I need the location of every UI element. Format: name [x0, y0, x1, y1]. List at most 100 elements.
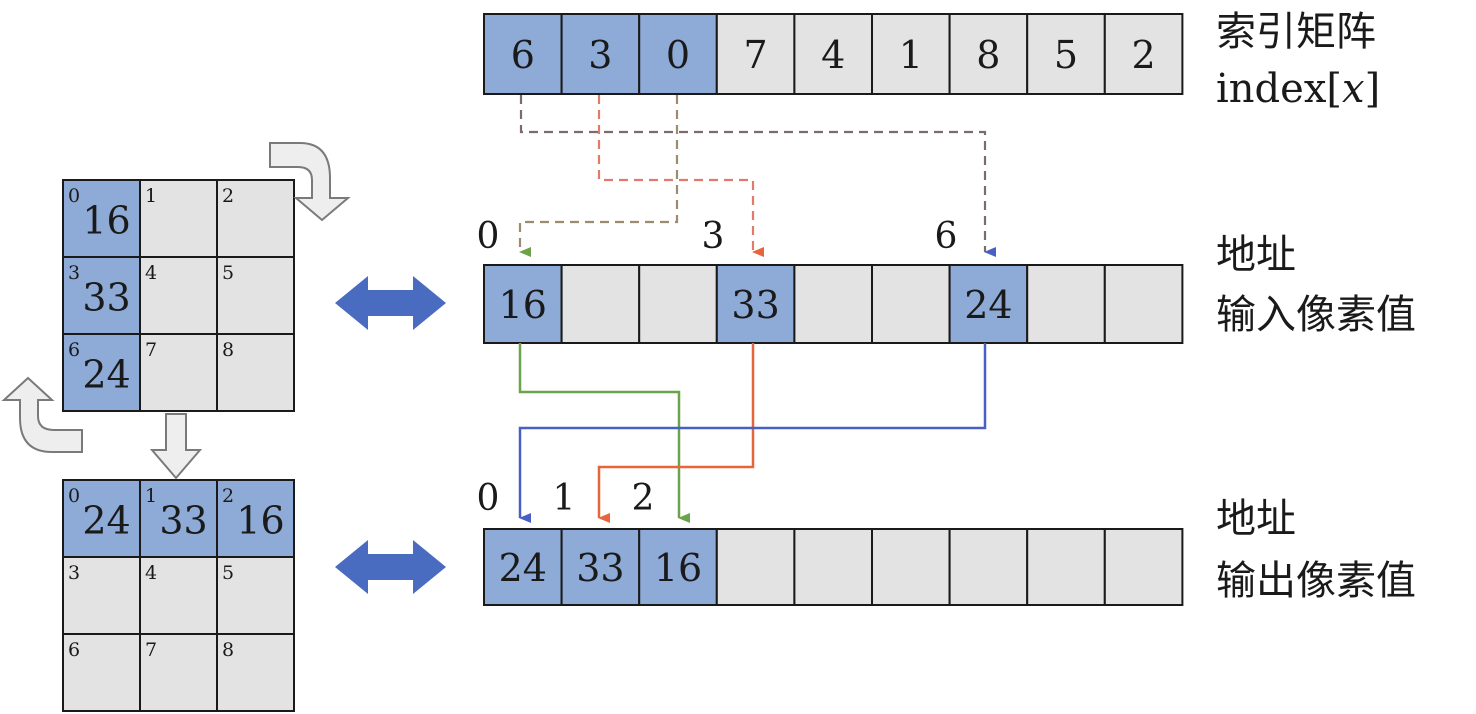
dashed-mapping-lines	[518, 95, 996, 257]
input-grid-cell-box	[216, 333, 295, 412]
output-grid-cell-index: 4	[145, 562, 157, 584]
input-cell	[871, 264, 951, 344]
index-cell-box	[1026, 13, 1106, 95]
input-cell: 16	[483, 264, 563, 344]
output-grid-cell-value: 16	[236, 499, 284, 543]
input-cell-box	[1103, 264, 1184, 344]
index-cell: 4	[793, 13, 874, 95]
solid-line-green	[518, 343, 690, 523]
dashed-line-0	[518, 95, 679, 257]
index-cell-value: 8	[976, 33, 1000, 77]
output-grid-cell: 3	[62, 556, 141, 635]
output-grid-cell-box	[216, 479, 295, 558]
output-cell	[948, 528, 1029, 606]
output-cell	[715, 528, 796, 606]
input-cell-box	[871, 264, 951, 344]
output-cell	[871, 528, 951, 606]
output-cell-value: 33	[576, 546, 624, 590]
output-cell	[1103, 528, 1184, 606]
output-array-label-2: 输出像素值	[1216, 558, 1416, 604]
index-cell-box	[793, 13, 874, 95]
solid-line-red	[597, 343, 755, 523]
address-mark: 2	[632, 478, 655, 519]
index-label-suffix: ]	[1365, 66, 1381, 112]
output-grid-cell: 133	[139, 479, 218, 558]
output-cell-box	[1103, 528, 1184, 606]
index-cell-box	[1103, 13, 1184, 95]
input-grid-cell-box	[216, 179, 295, 258]
input-cell	[638, 264, 718, 344]
input-array-label: 地址	[1216, 232, 1296, 278]
input-grid-cell: 7	[139, 333, 218, 412]
index-label-prefix: index[	[1216, 66, 1342, 112]
output-array-label: 地址	[1216, 496, 1296, 542]
input-grid-cell-value: 33	[82, 276, 130, 320]
index-cell-box	[560, 13, 641, 95]
input-cell-box	[793, 264, 874, 344]
output-cell-box	[1026, 528, 1106, 606]
input-grid-cell-index: 1	[145, 185, 157, 207]
index-cell: 8	[948, 13, 1029, 95]
dashed-line-3	[597, 95, 764, 257]
address-mark: 1	[553, 478, 576, 519]
input-cell-box	[560, 264, 641, 344]
index-cell-box	[483, 13, 563, 95]
input-cell-box	[483, 264, 563, 344]
index-cell-value: 1	[899, 33, 923, 77]
output-grid-cell: 5	[216, 556, 295, 635]
input-grid-cell: 8	[216, 333, 295, 412]
input-grid-cell-index: 7	[145, 339, 157, 361]
index-cell-value: 0	[666, 33, 690, 77]
solid-line-blue	[518, 343, 987, 523]
output-grid-cell-index: 3	[68, 562, 80, 584]
input-cell: 24	[948, 264, 1029, 344]
input-grid-cell: 624	[62, 333, 141, 412]
output-grid-cell: 4	[139, 556, 218, 635]
output-grid-cell-box	[139, 479, 218, 558]
input-grid-cell: 1	[139, 179, 218, 258]
input-grid-cell-box	[62, 256, 141, 335]
index-cell-value: 2	[1132, 33, 1156, 77]
output-cell	[1026, 528, 1106, 606]
output-cell-box	[483, 528, 563, 606]
output-cell: 16	[638, 528, 718, 606]
input-grid-cell: 5	[216, 256, 295, 335]
output-grid-cell-index: 6	[68, 639, 80, 661]
index-cell-box	[871, 13, 951, 95]
output-cell-box	[871, 528, 951, 606]
input-grid-cell-box	[139, 333, 218, 412]
input-grid-cell-value: 16	[82, 199, 130, 243]
address-mark: 6	[935, 216, 958, 257]
output-grid-cell-box	[216, 633, 295, 712]
output-grid-cell-index: 5	[222, 562, 234, 584]
output-grid-cell: 7	[139, 633, 218, 712]
input-grid-cell-index: 5	[222, 262, 234, 284]
output-cell-box	[715, 528, 796, 606]
index-cell-value: 3	[588, 33, 612, 77]
input-cell	[1103, 264, 1184, 344]
output-grid-cell-value: 33	[159, 499, 207, 543]
output-grid-cell: 6	[62, 633, 141, 712]
index-cell-value: 6	[511, 33, 535, 77]
output-grid-cell: 8	[216, 633, 295, 712]
input-cell	[560, 264, 641, 344]
index-cell: 2	[1103, 13, 1184, 95]
index-cell-value: 7	[744, 33, 768, 77]
index-cell: 7	[715, 13, 796, 95]
output-grid-cell-box	[62, 479, 141, 558]
index-cell: 1	[871, 13, 951, 95]
input-grid-cell-box	[216, 256, 295, 335]
input-cell-box	[1026, 264, 1106, 344]
output-grid-cell-index: 0	[68, 485, 80, 507]
input-grid-cell-index: 3	[68, 262, 80, 284]
curved-arrow-left-icon	[1, 376, 83, 453]
output-grid-cell: 024	[62, 479, 141, 558]
input-grid-cell-value: 24	[82, 353, 130, 397]
solid-mapping-lines	[518, 343, 987, 523]
input-cell	[1026, 264, 1106, 344]
input-array-label-2: 输入像素值	[1216, 292, 1416, 338]
